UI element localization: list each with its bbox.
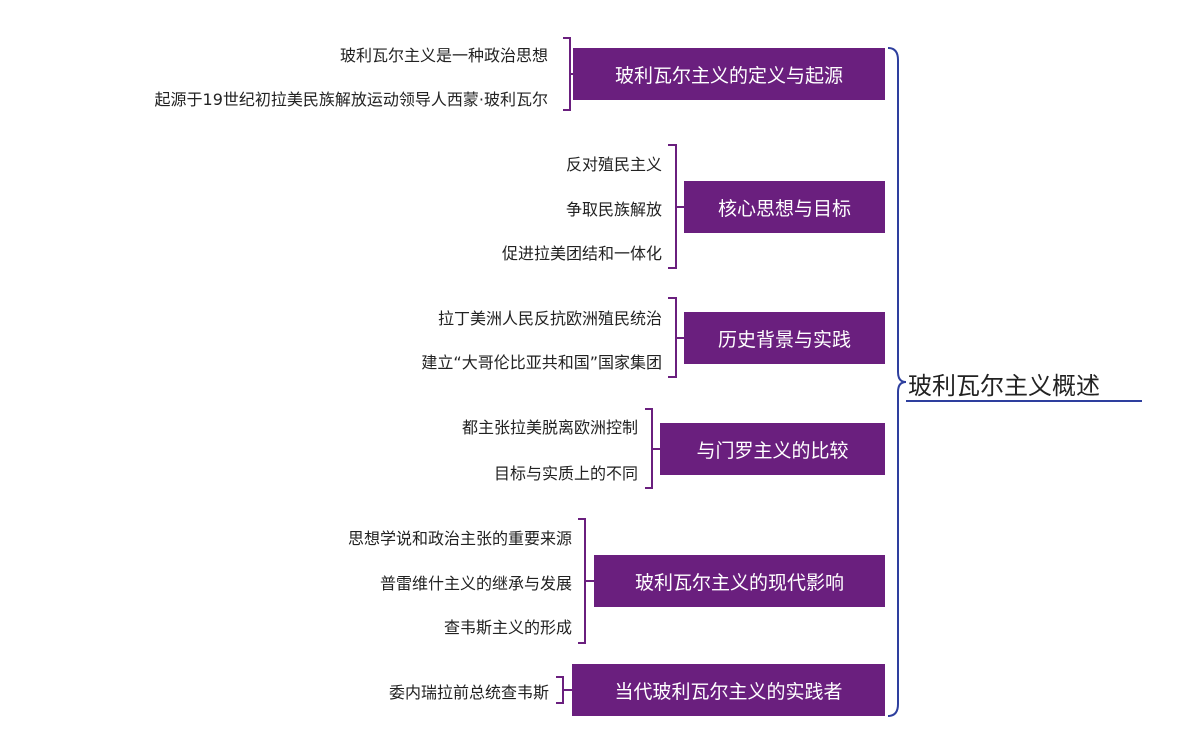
- leaf-text: 查韦斯主义的形成: [443, 618, 572, 637]
- branch-5-node[interactable]: 玻利瓦尔主义的现代影响: [594, 555, 885, 607]
- leaf-text: 起源于19世纪初拉美民族解放运动领导人西蒙·玻利瓦尔: [154, 90, 548, 109]
- branch-6-node[interactable]: 当代玻利瓦尔主义的实践者: [572, 664, 885, 716]
- leaf-text: 促进拉美团结和一体化: [501, 244, 662, 263]
- branch-4-node[interactable]: 与门罗主义的比较: [660, 423, 885, 475]
- branch-2-bracket: [668, 144, 684, 269]
- leaf-text: 思想学说和政治主张的重要来源: [347, 529, 572, 548]
- branch-2-node[interactable]: 核心思想与目标: [684, 181, 885, 233]
- leaf-text: 目标与实质上的不同: [493, 464, 638, 483]
- leaf-text: 拉丁美洲人民反抗欧洲殖民统治: [437, 309, 662, 328]
- root-bracket: [887, 47, 907, 717]
- branch-6-bracket: [556, 676, 572, 704]
- leaf-text: 建立“大哥伦比亚共和国”国家集团: [421, 353, 662, 372]
- leaf-text: 争取民族解放: [565, 200, 662, 219]
- branch-4-bracket: [645, 408, 660, 489]
- branch-1-bracket: [563, 37, 573, 111]
- branch-3-node[interactable]: 历史背景与实践: [684, 312, 885, 364]
- branch-1-node[interactable]: 玻利瓦尔主义的定义与起源: [573, 48, 885, 100]
- leaf-text: 都主张拉美脱离欧洲控制: [461, 418, 638, 437]
- leaf-text: 玻利瓦尔主义是一种政治思想: [339, 46, 548, 65]
- leaf-text: 委内瑞拉前总统查韦斯: [388, 683, 549, 702]
- branch-5-bracket: [578, 518, 594, 644]
- leaf-text: 反对殖民主义: [565, 155, 662, 174]
- leaf-text: 普雷维什主义的继承与发展: [379, 574, 572, 593]
- branch-3-bracket: [668, 297, 684, 378]
- root-topic[interactable]: 玻利瓦尔主义概述: [908, 372, 1100, 400]
